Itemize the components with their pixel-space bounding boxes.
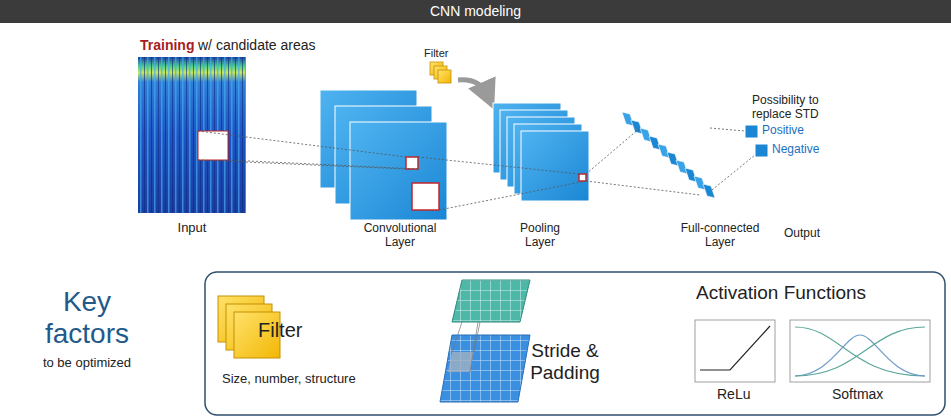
- key-heading: Key factors: [22, 286, 152, 350]
- class-label: Positive: [762, 124, 804, 138]
- function-name: ReLu: [717, 386, 750, 402]
- title: CNN modeling: [0, 3, 951, 19]
- filter-label: Filter: [424, 47, 448, 60]
- factor-name: Filter: [258, 319, 302, 342]
- function-name: Softmax: [832, 386, 883, 402]
- layer-label: Input: [152, 221, 232, 236]
- layer-label: Pooling Layer: [505, 222, 575, 250]
- factor-name: Stride & Padding: [528, 340, 602, 384]
- heading-word: Training: [140, 37, 194, 53]
- layer-label: Convolutional Layer: [352, 222, 448, 250]
- output-note: Possibility to replace STD: [752, 94, 852, 122]
- key-subtitle: to be optimized: [22, 356, 152, 371]
- factor-detail: Size, number, structure: [222, 372, 356, 387]
- layer-label: Output: [772, 227, 832, 241]
- factor-name: Activation Functions: [696, 282, 866, 304]
- class-label: Negative: [772, 143, 819, 157]
- layer-label: Full-connected Layer: [668, 222, 772, 250]
- heading-text: w/ candidate areas: [198, 37, 316, 53]
- fc-neuron: [703, 184, 715, 198]
